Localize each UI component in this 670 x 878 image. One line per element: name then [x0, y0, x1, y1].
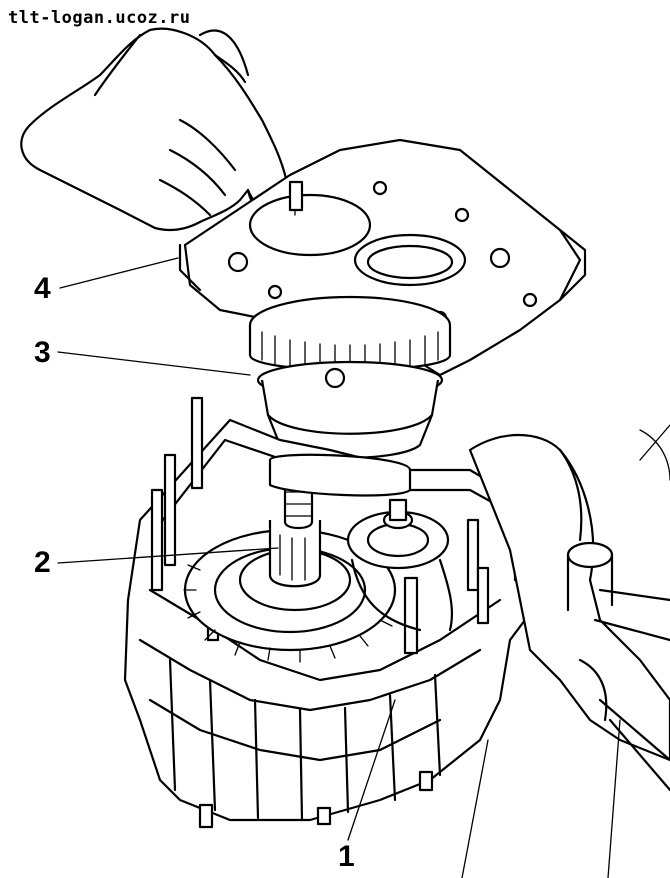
callout-4: 4: [34, 272, 51, 305]
synchro-gear-part-3: [248, 295, 452, 459]
leader-line-top-right: [639, 424, 670, 461]
callout-1: 1: [338, 840, 355, 873]
input-shaft-part-2: [183, 453, 454, 663]
leader-line-4: [59, 257, 179, 289]
hand-illustration: [20, 27, 290, 232]
leader-line-bottom-mid: [461, 739, 489, 878]
leader-line-3: [57, 351, 251, 376]
callout-2: 2: [34, 546, 51, 579]
callout-3: 3: [34, 336, 51, 369]
leader-lines: [57, 257, 670, 878]
watermark-text: tlt-logan.ucoz.ru: [8, 8, 191, 28]
leader-line-2: [57, 547, 279, 564]
leader-line-1: [347, 699, 396, 841]
driveshaft-housing: [468, 429, 670, 792]
leader-line-bottom-right: [607, 719, 621, 878]
